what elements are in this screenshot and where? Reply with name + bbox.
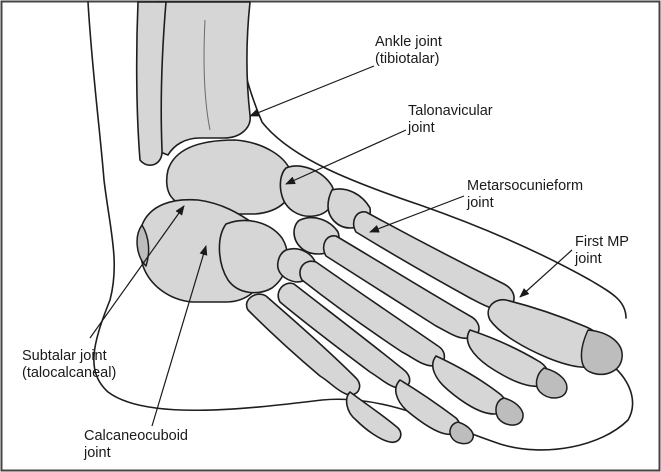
cuboid [219,220,287,292]
label-talonavicular-line2: joint [408,120,493,137]
label-ankle-joint: Ankle joint (tibiotalar) [375,34,442,68]
label-subtalar-joint: Subtalar joint (talocalcaneal) [22,348,116,382]
label-first-mp-joint: First MP joint [575,234,629,268]
label-metarsocunieform-line1: Metarsocunieform [467,178,583,195]
label-calcaneocuboid-joint: Calcaneocuboid joint [84,428,188,462]
label-ankle-joint-line2: (tibiotalar) [375,51,442,68]
label-talonavicular-line1: Talonavicular [408,103,493,120]
label-first-mp-line1: First MP [575,234,629,251]
label-subtalar-line2: (talocalcaneal) [22,365,116,382]
tibia [153,2,250,155]
label-subtalar-line1: Subtalar joint [22,348,116,365]
label-talonavicular-joint: Talonavicular joint [408,103,493,137]
label-metarsocunieform-line2: joint [467,195,583,212]
navicular [280,166,334,216]
label-metarsocunieform-joint: Metarsocunieform joint [467,178,583,212]
fibula [137,2,166,165]
label-calcaneocuboid-line2: joint [84,445,188,462]
label-first-mp-line2: joint [575,251,629,268]
label-ankle-joint-line1: Ankle joint [375,34,442,51]
metatarsals [247,212,515,395]
label-calcaneocuboid-line1: Calcaneocuboid [84,428,188,445]
